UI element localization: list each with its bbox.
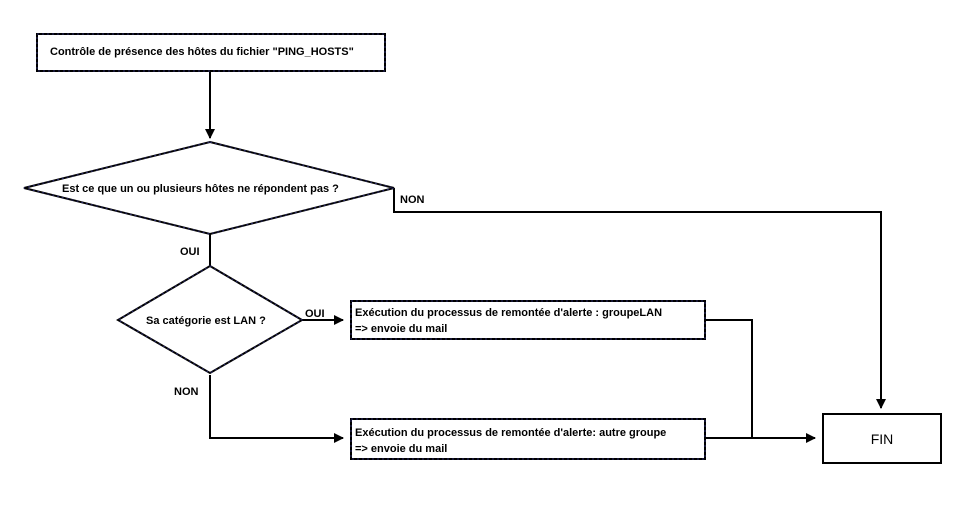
end-label: FIN	[871, 431, 894, 447]
connector-hosts-no-to-end	[393, 188, 886, 409]
edge-label-lan-no: NON	[174, 386, 199, 398]
edge-label-lan-yes: OUI	[305, 308, 325, 320]
edge-labels: NON OUI OUI NON	[174, 194, 425, 398]
decision-hosts-node: Est ce que un ou plusieurs hôtes ne répo…	[23, 140, 395, 236]
connectors	[205, 72, 886, 443]
start-process-label: Contrôle de présence des hôtes du fichie…	[50, 46, 354, 58]
process-lan-line1: Exécution du processus de remontée d'ale…	[355, 307, 662, 319]
process-lan-line2: => envoie du mail	[355, 323, 447, 335]
decision-lan-node: Sa catégorie est LAN ?	[116, 264, 304, 375]
connector-lan-no-to-process-other	[209, 375, 344, 443]
edge-label-hosts-yes: OUI	[180, 246, 200, 258]
process-other-node: Exécution du processus de remontée d'ale…	[350, 418, 706, 460]
decision-hosts-label: Est ce que un ou plusieurs hôtes ne répo…	[62, 183, 339, 195]
process-other-line2: => envoie du mail	[355, 443, 447, 455]
start-process-node: Contrôle de présence des hôtes du fichie…	[36, 33, 386, 72]
connector-process-lan-to-end	[705, 319, 753, 438]
process-lan-node: Exécution du processus de remontée d'ale…	[350, 300, 706, 340]
decision-lan-label: Sa catégorie est LAN ?	[146, 315, 266, 327]
edge-label-hosts-no: NON	[400, 194, 425, 206]
end-node: FIN	[822, 413, 942, 464]
process-other-line1: Exécution du processus de remontée d'ale…	[355, 427, 666, 439]
